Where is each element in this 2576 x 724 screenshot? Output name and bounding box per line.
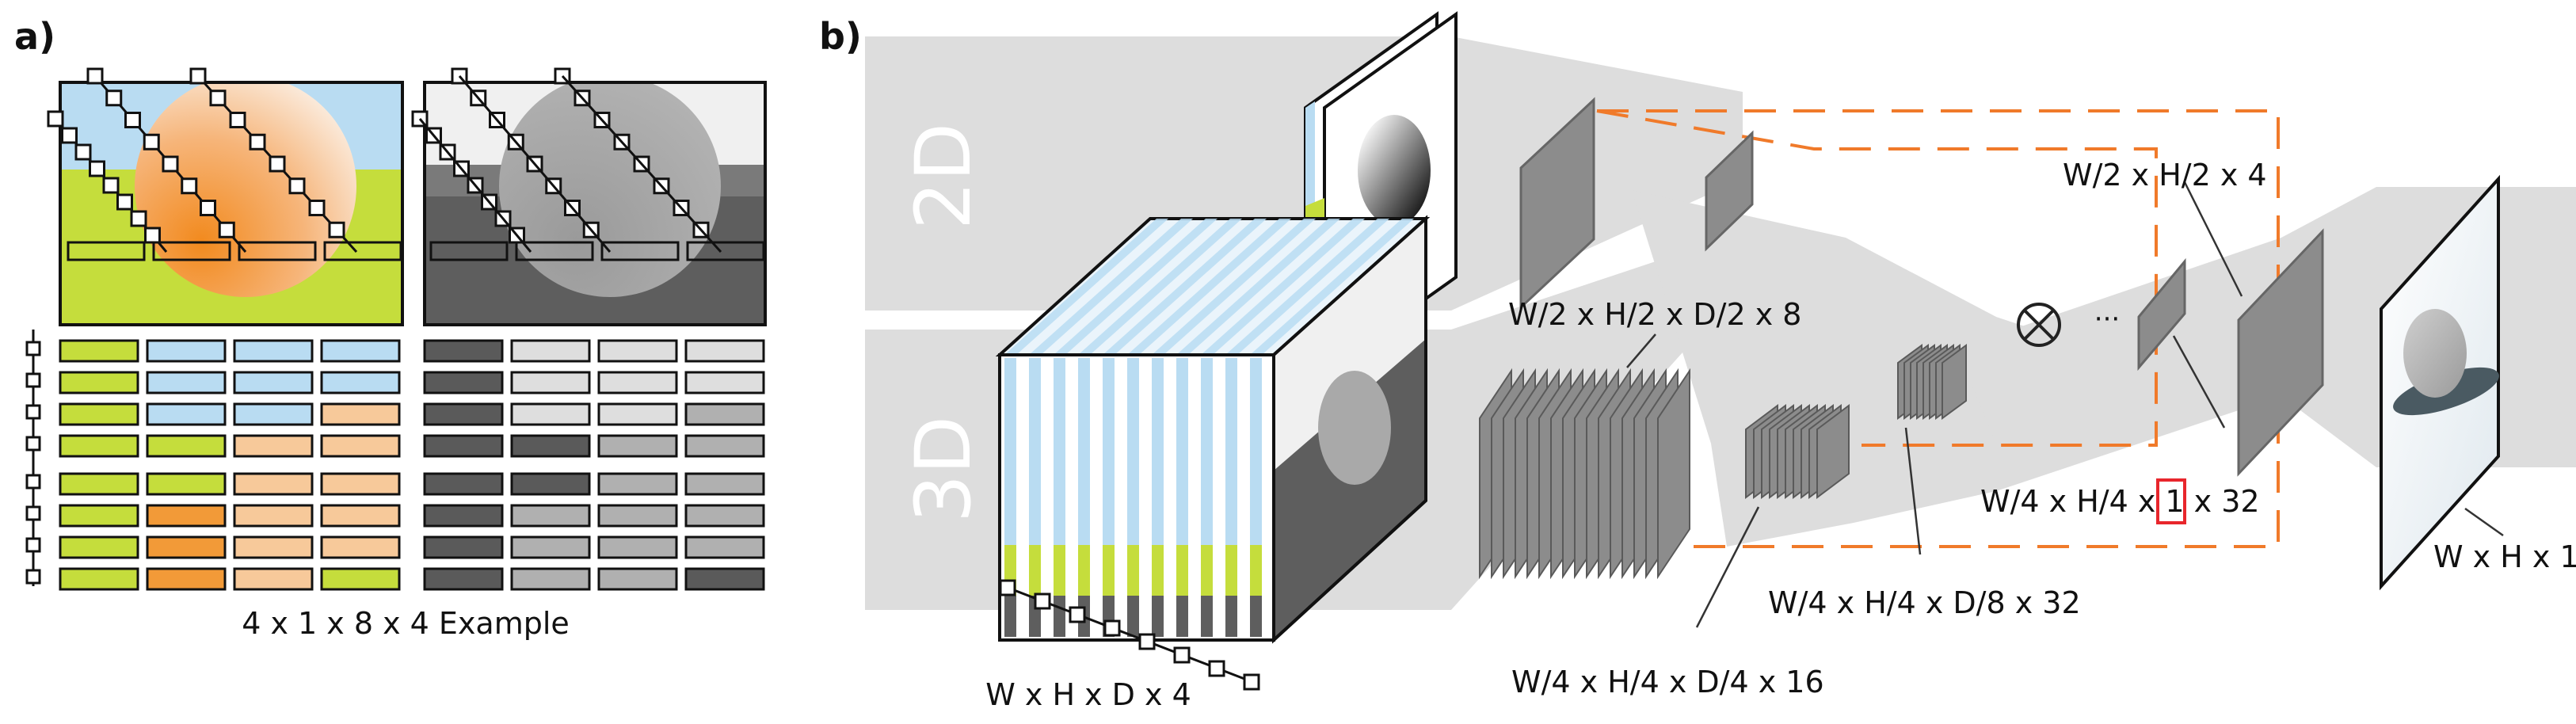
merged-layer [2137, 257, 2186, 372]
band-2d-label: 2D [899, 123, 988, 230]
ray-axis [25, 330, 41, 586]
merge-label: W/4 x H/4 x 1 x 32 [1980, 478, 2260, 524]
volume-sphere [1318, 371, 1391, 485]
output-label: W x H x 1 [2433, 539, 2576, 574]
ellipsis: ··· [2094, 303, 2120, 335]
input-3d-volume: W x H x D x 4 [985, 215, 1431, 712]
layer-3d-2 [1745, 404, 1850, 499]
slice-boxes [67, 241, 765, 261]
merge-operator [2017, 303, 2061, 347]
sampling-rays [47, 67, 722, 253]
slice-grid [59, 339, 765, 591]
panel-a-caption: 4 x 1 x 8 x 4 Example [242, 606, 570, 641]
output-image [2380, 174, 2500, 591]
color-image-frame [59, 81, 404, 326]
panel-a-label: a) [14, 15, 55, 58]
depth-one-highlight [2156, 478, 2186, 524]
layer-3d-1 [1479, 368, 1690, 580]
input-volume-label: W x H x D x 4 [985, 677, 1191, 712]
upsample-label: W/2 x H/2 x 4 [2063, 158, 2267, 192]
depth-image-frame [423, 81, 767, 326]
leader-lines [1626, 181, 2504, 628]
layer-3d-3 [1897, 344, 1967, 420]
upsample-layer [2237, 228, 2324, 477]
layer3-label: W/4 x H/4 x D/8 x 32 [1768, 585, 2081, 620]
layer1-label: W/2 x H/2 x D/2 x 8 [1508, 297, 1801, 332]
layer-2d-2 [1705, 130, 1754, 252]
band-3d-label: 3D [899, 416, 988, 523]
merge-label-text: W/4 x H/4 x 1 x 32 [1980, 484, 2260, 519]
layer-2d-1 [1519, 97, 1595, 311]
panel-b-label: b) [819, 15, 862, 58]
panel-a: a) 4 x 1 x 8 x 4 Example [14, 15, 767, 641]
panel-b: b) 2D 3D [819, 11, 2576, 712]
input-sphere [1358, 115, 1431, 226]
layer2-label: W/4 x H/4 x D/4 x 16 [1511, 665, 1824, 699]
